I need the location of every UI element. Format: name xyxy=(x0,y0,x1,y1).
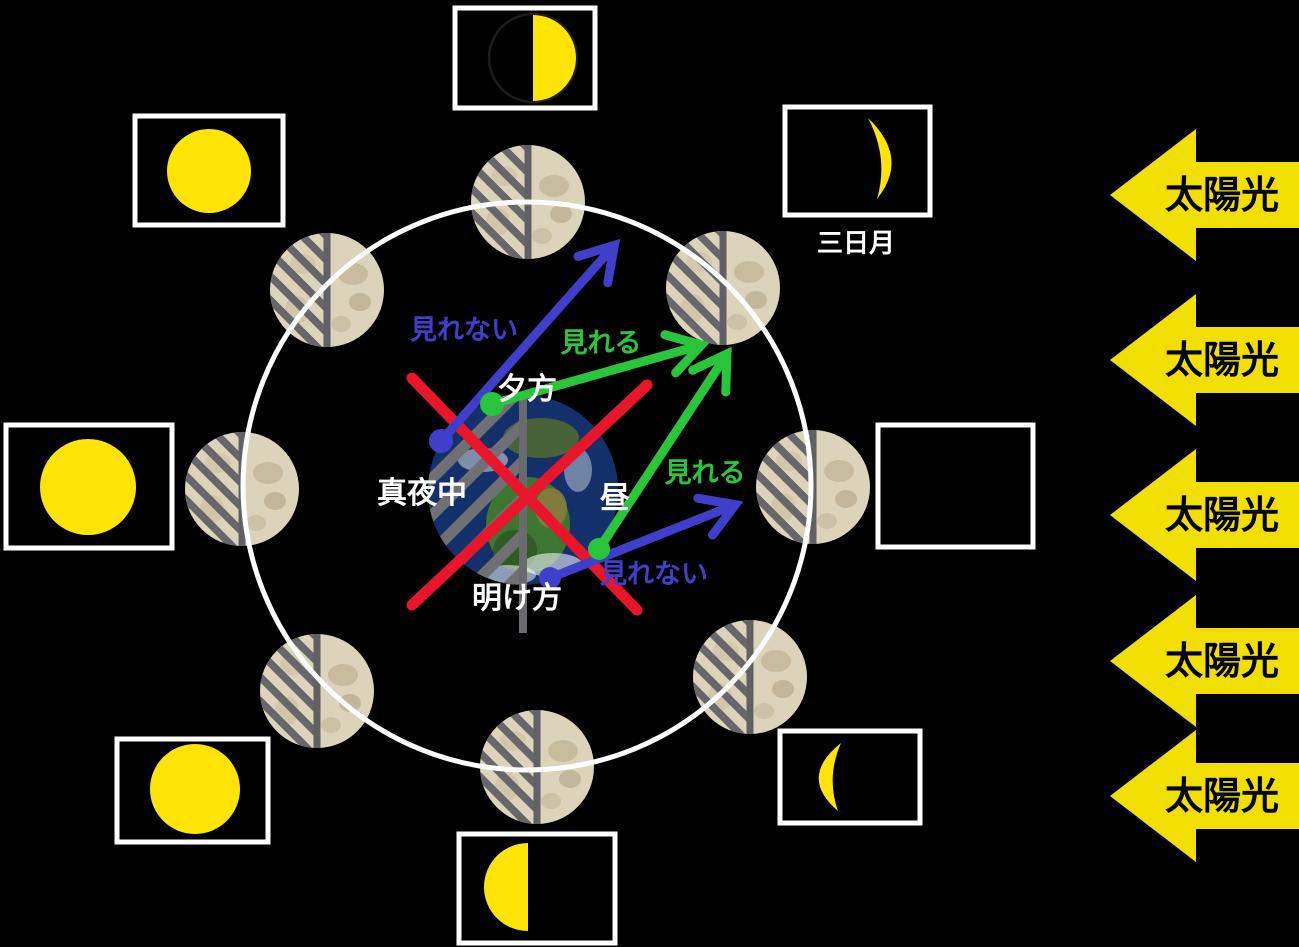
sunlight-label: 太陽光 xyxy=(1165,340,1279,382)
phase-box-top xyxy=(452,5,598,111)
not-visible-label-top: 見れない xyxy=(410,315,518,345)
sunlight-label: 太陽光 xyxy=(1165,175,1279,217)
sunlight-arrows: 太陽光 太陽光 太陽光 太陽光 太陽光 xyxy=(1110,129,1299,862)
full-moon-icon xyxy=(40,439,136,535)
earth-terminator-line xyxy=(519,395,527,633)
sunlight-arrow-2: 太陽光 xyxy=(1110,294,1299,426)
last-quarter-moon-icon xyxy=(484,843,528,931)
phase-box-frame xyxy=(456,831,618,946)
dawn-observer-dot xyxy=(539,567,561,589)
midnight-label: 真夜中 xyxy=(377,476,467,510)
left-arrow-icon xyxy=(1110,129,1299,261)
waxing-gibbous-moon-icon xyxy=(167,129,251,213)
waxing-crescent-moon-icon xyxy=(868,118,892,199)
phase-box-bottom-left xyxy=(114,736,271,845)
sunlight-arrow-1: 太陽光 xyxy=(1110,129,1299,261)
phase-box-frame xyxy=(777,728,923,826)
sunlight-arrow-3: 太陽光 xyxy=(1110,449,1299,581)
visible-label-top: 見れる xyxy=(561,328,642,358)
phase-box-left xyxy=(3,422,175,551)
phase-box-top-left xyxy=(132,113,286,228)
phase-box-bottom xyxy=(456,831,618,946)
orbit-moon-bottom-left xyxy=(260,634,374,748)
left-arrow-icon xyxy=(1110,449,1299,581)
phase-box-top-right: 三日月 xyxy=(782,104,933,258)
orbit-circle xyxy=(240,199,814,773)
sight-arrows xyxy=(429,238,744,589)
midnight-observer-dot xyxy=(429,429,453,453)
left-arrow-icon xyxy=(1110,595,1299,727)
dawn-label: 明け方 xyxy=(472,581,562,615)
new-moon-empty-box xyxy=(875,422,1036,550)
visible-arrow-right xyxy=(594,346,732,554)
crescent-caption: 三日月 xyxy=(817,228,895,258)
dark-half-outline xyxy=(487,12,579,104)
waning-gibbous-moon-icon xyxy=(150,744,240,834)
evening-label: 夕方 xyxy=(497,372,557,406)
not-visible-arrow-top xyxy=(436,238,621,446)
not-visible-label-bottom: 見れない xyxy=(600,559,708,589)
phase-box-right xyxy=(875,422,1036,550)
evening-observer-dot xyxy=(480,392,504,416)
orbit-moon-bottom-right xyxy=(693,620,807,734)
visible-label-right: 見れる xyxy=(665,458,746,488)
sunlight-label: 太陽光 xyxy=(1165,495,1279,537)
observer-dot-green-bottom xyxy=(588,538,610,560)
left-arrow-icon xyxy=(1110,730,1299,862)
not-visible-arrow-bottom xyxy=(545,493,744,583)
first-quarter-moon-icon xyxy=(533,15,576,101)
phase-box-frame xyxy=(782,104,933,218)
waning-crescent-moon-icon xyxy=(818,743,841,811)
sunlight-label: 太陽光 xyxy=(1165,641,1279,683)
sunlight-label: 太陽光 xyxy=(1165,776,1279,818)
left-arrow-icon xyxy=(1110,294,1299,426)
sunlight-arrow-4: 太陽光 xyxy=(1110,595,1299,727)
sunlight-arrow-5: 太陽光 xyxy=(1110,730,1299,862)
visible-arrow-top xyxy=(487,330,710,409)
red-cross-line-2 xyxy=(406,379,653,611)
noon-label: 昼 xyxy=(600,482,630,515)
phase-box-bottom-right xyxy=(777,728,923,826)
red-cross xyxy=(406,372,653,616)
